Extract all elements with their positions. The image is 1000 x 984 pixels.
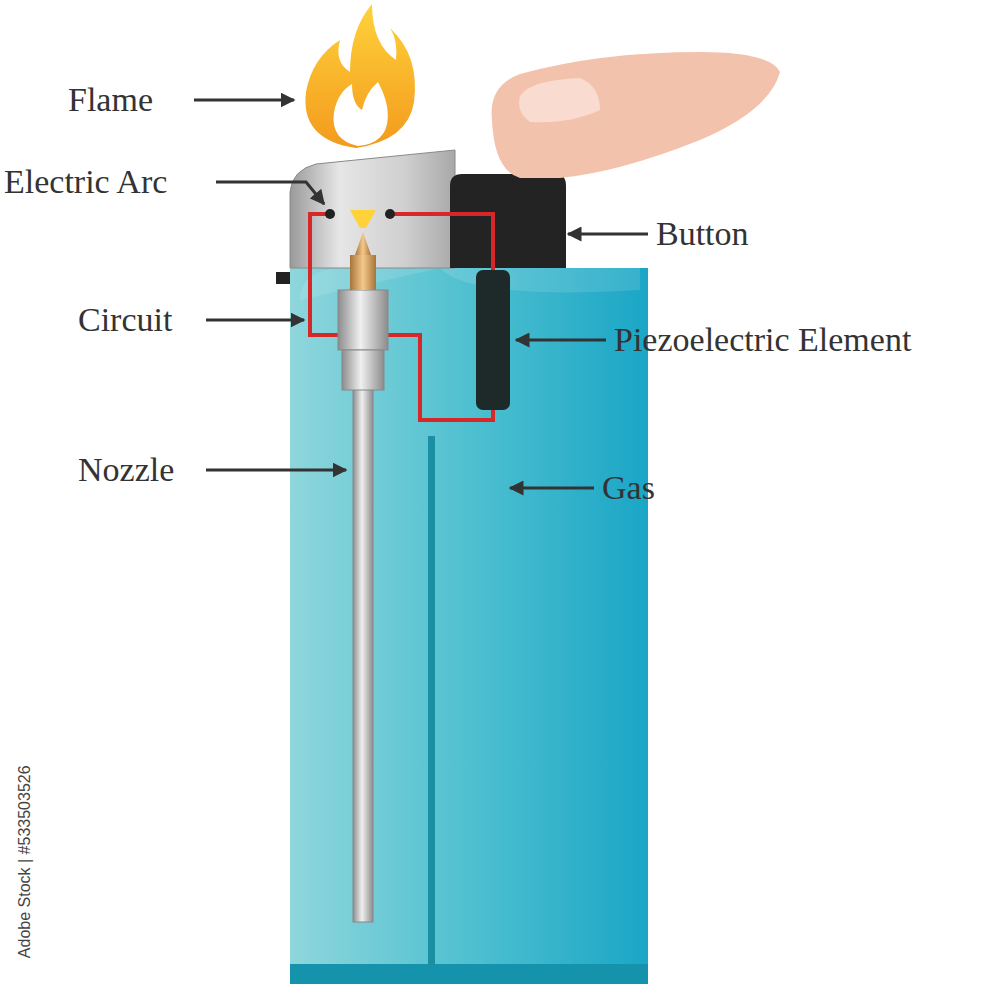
part-label: Circuit (78, 301, 172, 338)
watermark: Adobe Stock | #533503526 (15, 766, 33, 959)
part-label: Flame (68, 81, 153, 118)
part-label: Piezoelectric Element (614, 321, 911, 358)
part-label: Button (656, 215, 749, 252)
part-label: Nozzle (78, 451, 174, 488)
part-label: Electric Arc (4, 163, 167, 200)
part-label: Gas (602, 469, 655, 506)
